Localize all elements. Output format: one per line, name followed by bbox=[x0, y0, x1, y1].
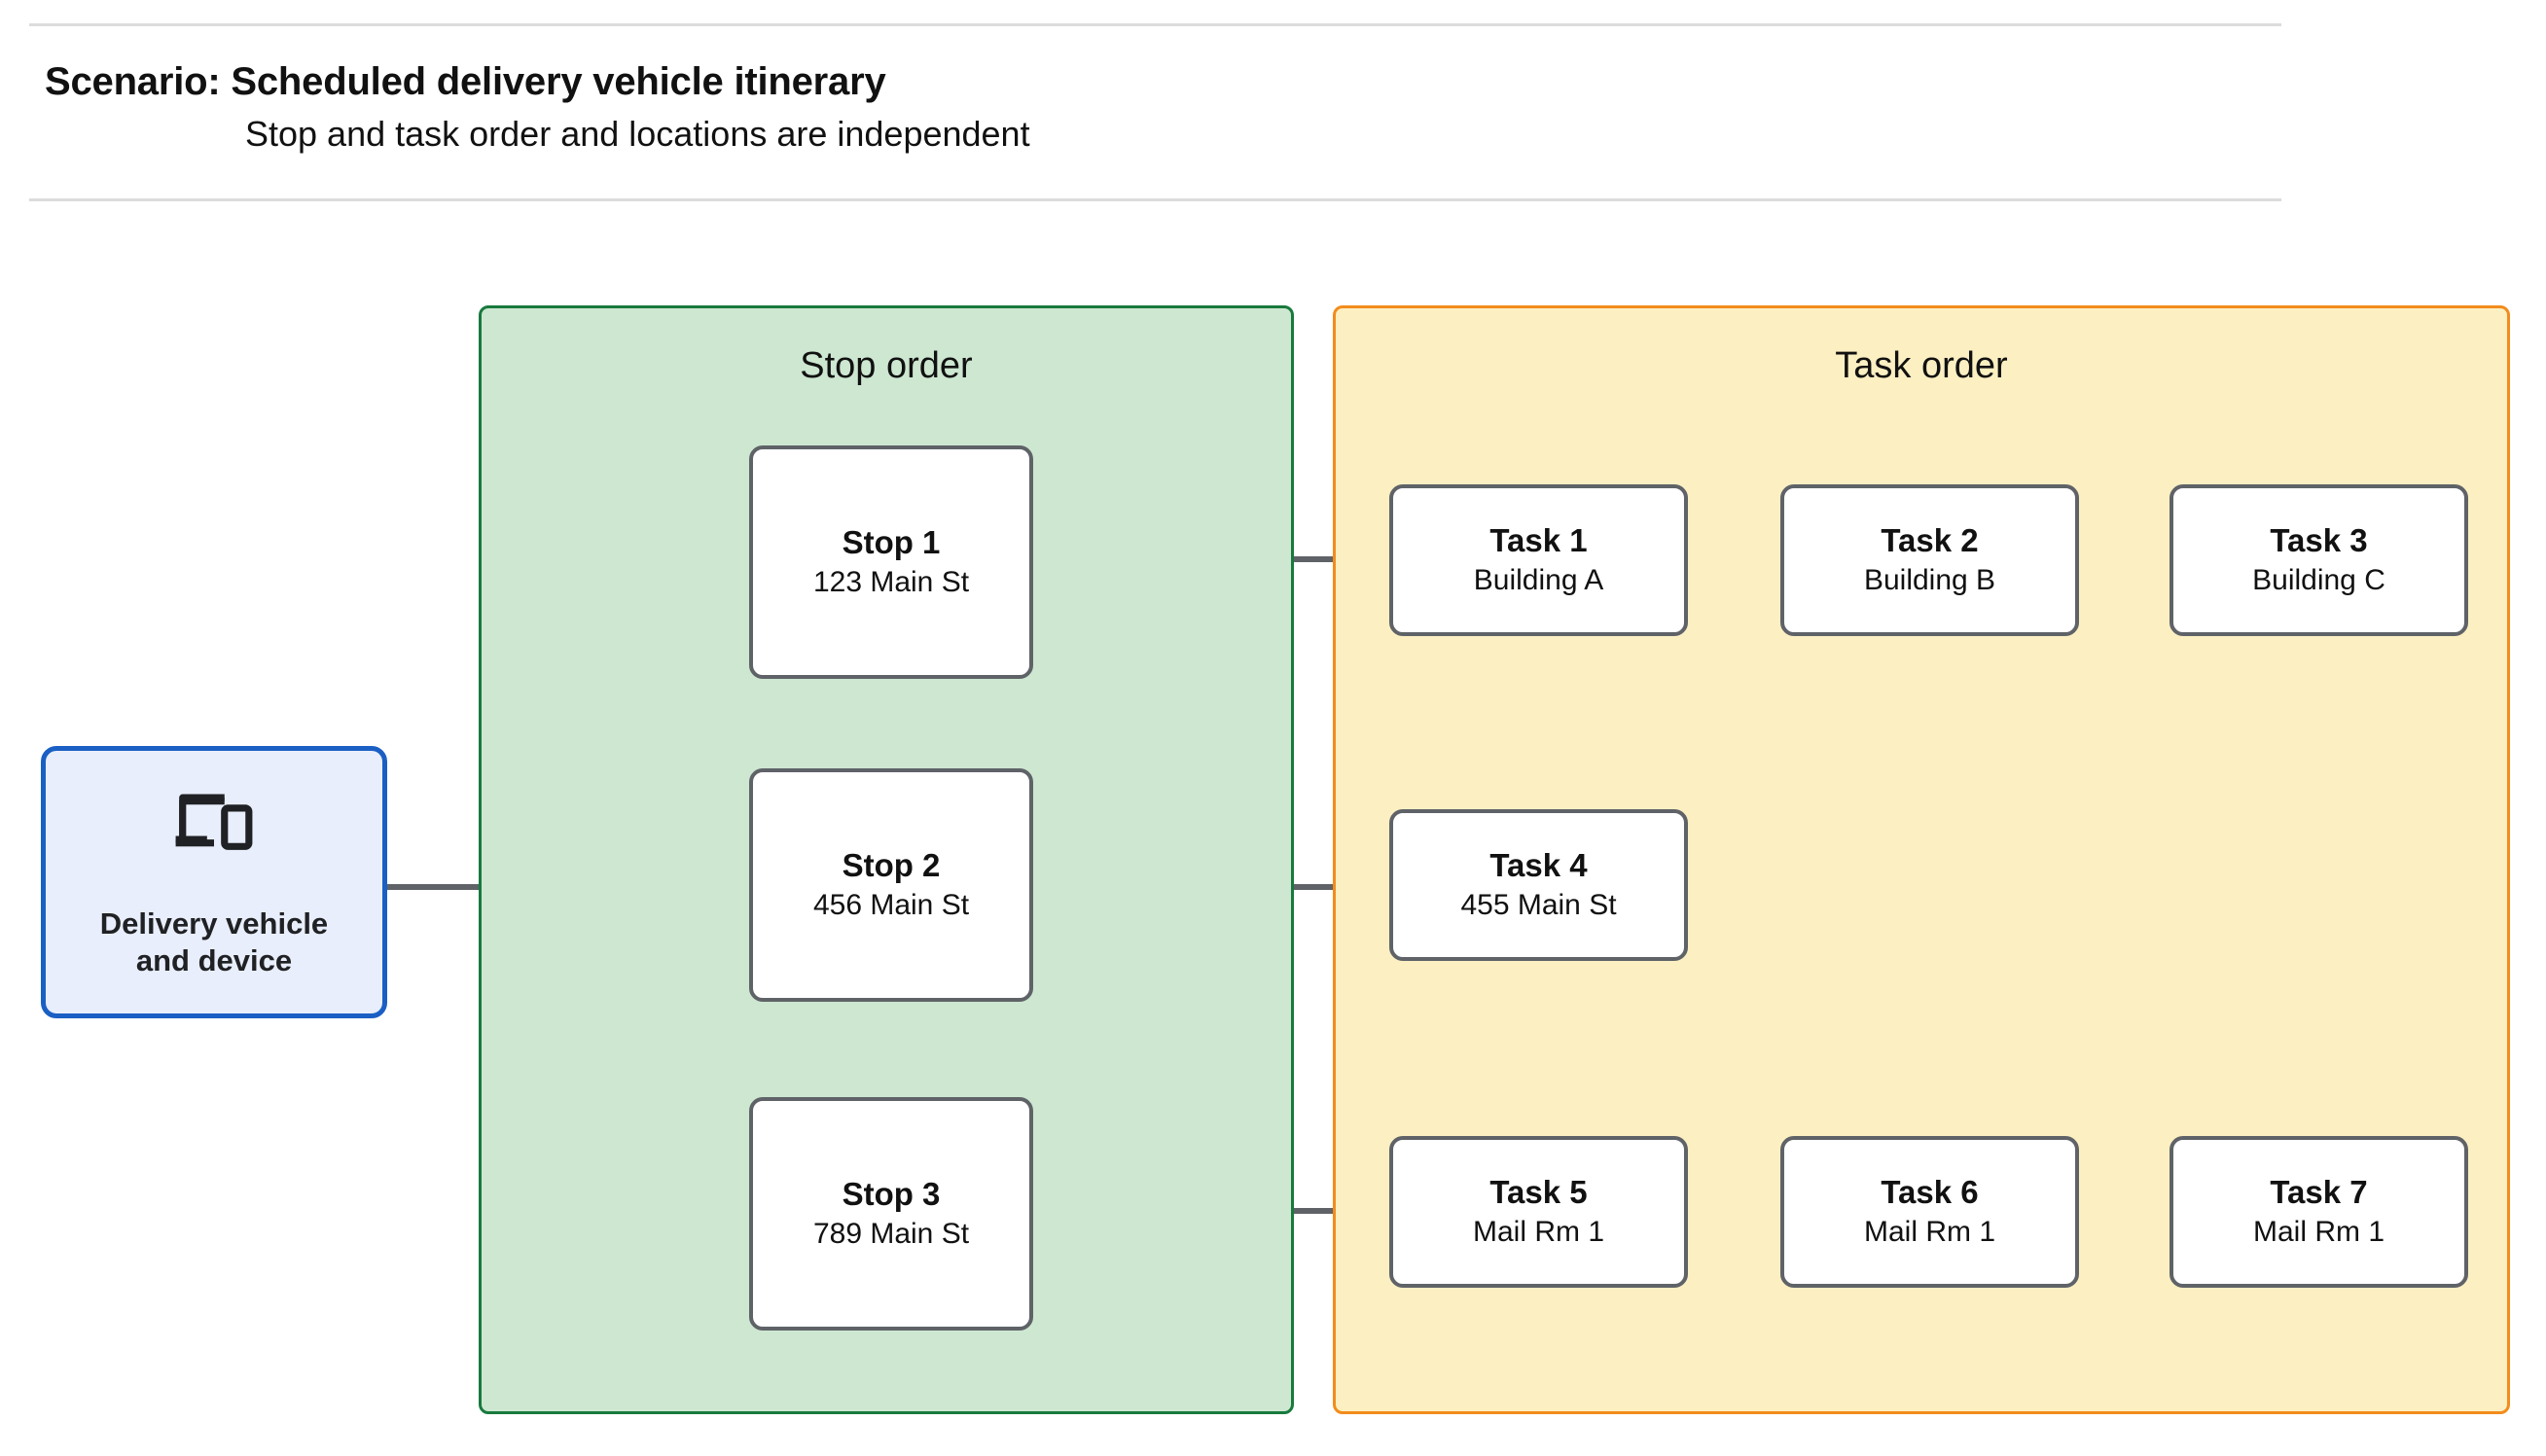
task-node-title: Task 2 bbox=[1881, 522, 1979, 559]
task-node-title: Task 1 bbox=[1489, 522, 1588, 559]
task-node-2[interactable]: Task 2 Building B bbox=[1780, 484, 2079, 636]
stop-node-3[interactable]: Stop 3 789 Main St bbox=[749, 1097, 1033, 1331]
stop-node-title: Stop 2 bbox=[842, 847, 941, 884]
task-node-subtitle: Building B bbox=[1863, 563, 1996, 596]
delivery-vehicle-label: Delivery vehicle and device bbox=[100, 906, 328, 981]
stop-node-subtitle: 789 Main St bbox=[812, 1217, 970, 1250]
delivery-vehicle-label-line2: and device bbox=[135, 943, 293, 978]
stop-node-title: Stop 1 bbox=[842, 524, 941, 561]
task-node-4[interactable]: Task 4 455 Main St bbox=[1389, 809, 1688, 961]
task-node-subtitle: Building A bbox=[1473, 563, 1604, 596]
task-node-title: Task 5 bbox=[1489, 1174, 1588, 1211]
task-node-7[interactable]: Task 7 Mail Rm 1 bbox=[2169, 1136, 2468, 1288]
stop-node-2[interactable]: Stop 2 456 Main St bbox=[749, 768, 1033, 1002]
task-node-subtitle: Building C bbox=[2252, 563, 2385, 596]
page-title: Scenario: Scheduled delivery vehicle iti… bbox=[45, 60, 886, 103]
task-node-title: Task 6 bbox=[1881, 1174, 1979, 1211]
stop-node-subtitle: 123 Main St bbox=[812, 565, 970, 598]
header-divider-bottom bbox=[29, 198, 2281, 201]
task-node-3[interactable]: Task 3 Building C bbox=[2169, 484, 2468, 636]
task-node-subtitle: Mail Rm 1 bbox=[1863, 1215, 1995, 1248]
delivery-vehicle-label-line1: Delivery vehicle bbox=[99, 906, 329, 941]
task-order-title: Task order bbox=[1835, 345, 2008, 386]
task-node-subtitle: Mail Rm 1 bbox=[2252, 1215, 2385, 1248]
stop-node-title: Stop 3 bbox=[842, 1176, 941, 1213]
task-node-title: Task 3 bbox=[2270, 522, 2368, 559]
devices-icon bbox=[175, 794, 253, 850]
task-node-title: Task 7 bbox=[2270, 1174, 2368, 1211]
delivery-vehicle-node[interactable]: Delivery vehicle and device bbox=[41, 746, 387, 1018]
page-subtitle: Stop and task order and locations are in… bbox=[245, 114, 1030, 154]
stop-order-title: Stop order bbox=[800, 345, 973, 386]
stop-node-1[interactable]: Stop 1 123 Main St bbox=[749, 445, 1033, 679]
task-node-1[interactable]: Task 1 Building A bbox=[1389, 484, 1688, 636]
task-node-5[interactable]: Task 5 Mail Rm 1 bbox=[1389, 1136, 1688, 1288]
header-divider-top bbox=[29, 23, 2281, 26]
stop-node-subtitle: 456 Main St bbox=[812, 888, 970, 921]
task-node-title: Task 4 bbox=[1489, 847, 1588, 884]
task-node-subtitle: Mail Rm 1 bbox=[1472, 1215, 1604, 1248]
task-node-subtitle: 455 Main St bbox=[1460, 888, 1617, 921]
task-node-6[interactable]: Task 6 Mail Rm 1 bbox=[1780, 1136, 2079, 1288]
